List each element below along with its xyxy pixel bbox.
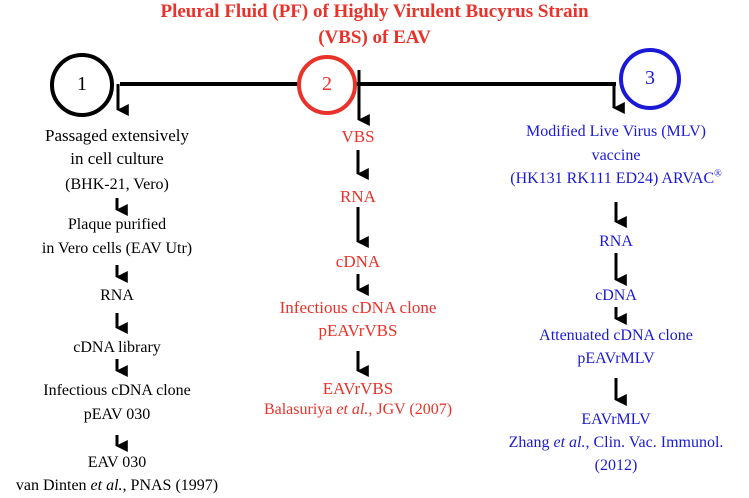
col1-ref-rest: PNAS (1997) — [126, 477, 219, 494]
col3-rna: RNA — [599, 233, 633, 250]
col1-ref-author: van Dinten — [15, 477, 91, 494]
col1-passaged-line-1: Passaged extensively — [45, 126, 189, 145]
col2-vbs: VBS — [341, 127, 375, 146]
col1-ref-etal: et al., — [90, 477, 127, 494]
col3-mlv-line-3: (HK131 RK111 ED24) ARVAC® — [510, 169, 722, 188]
col1-plaque-line-2: in Vero cells (EAV Utr) — [41, 240, 193, 257]
node-label-1: 1 — [77, 73, 87, 95]
col1-clone-line-1: Infectious cDNA clone — [43, 382, 191, 399]
col2-cdna: cDNA — [335, 252, 381, 271]
col3-final: EAVrMLV — [581, 411, 651, 428]
node-circle-1 — [50, 53, 114, 117]
col1-reference: van Dinten et al., PNAS (1997) — [16, 476, 218, 495]
col1-passaged-line-3: (BHK-21, Vero) — [65, 176, 169, 193]
col3-ref-author: Zhang — [508, 434, 554, 451]
col2-clone-line-1: Infectious cDNA clone — [279, 298, 437, 317]
col3-reference: Zhang et al., Clin. Vac. Immunol. — [509, 433, 724, 452]
col3-reference-year: (2012) — [594, 457, 638, 474]
col2-rna: RNA — [340, 187, 376, 206]
col3-clone-line-1: Attenuated cDNA clone — [539, 327, 693, 344]
col2-clone-line-2: pEAVrVBS — [318, 321, 398, 340]
col1-rna: RNA — [100, 287, 134, 304]
col1-final: EAV 030 — [87, 454, 147, 471]
col3-cdna: cDNA — [595, 287, 637, 304]
node-circle-3 — [619, 48, 681, 110]
col3-ref-etal: et al. — [553, 434, 586, 451]
node-label-3: 3 — [645, 67, 655, 89]
col2-ref-author: Balasuriya — [263, 401, 337, 418]
node-circle-2 — [297, 55, 357, 115]
col3-clone-line-2: pEAVrMLV — [577, 350, 655, 367]
col3-mlv-line-1: Modified Live Virus (MLV) — [526, 123, 706, 140]
diagram-title-line-2: (VBS) of EAV — [318, 27, 431, 48]
col3-ref-rest: , Clin. Vac. Immunol. — [585, 434, 724, 451]
col2-reference: Balasuriya et al., JGV (2007) — [264, 400, 452, 419]
col1-cdna-library: cDNA library — [73, 339, 161, 356]
col1-passaged-line-2: in cell culture — [70, 149, 164, 168]
col2-ref-rest: JGV (2007) — [372, 401, 453, 418]
col1-plaque-line-1: Plaque purified — [67, 216, 167, 233]
col2-final: EAVrVBS — [322, 379, 394, 398]
col3-mlv-strains: (HK131 RK111 ED24) ARVAC — [510, 170, 715, 187]
col2-ref-etal: et al., — [336, 401, 373, 418]
col3-mlv-line-2: vaccine — [591, 147, 641, 164]
registered-mark: ® — [714, 168, 722, 180]
diagram-title-line-1: Pleural Fluid (PF) of Highly Virulent Bu… — [160, 1, 589, 22]
col1-clone-line-2: pEAV 030 — [83, 406, 151, 423]
node-label-2: 2 — [322, 73, 332, 95]
